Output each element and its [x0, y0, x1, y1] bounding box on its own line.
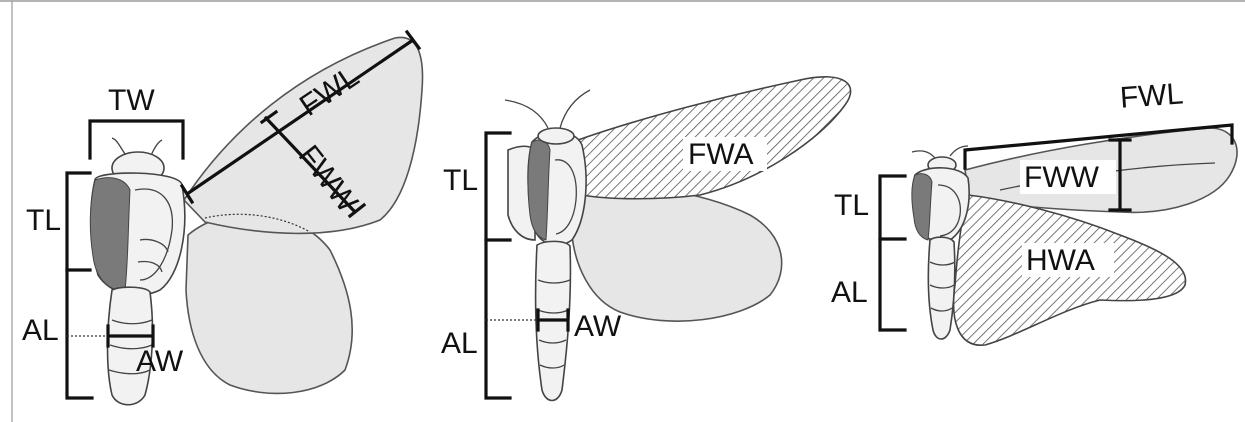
- left-al-label: AL: [22, 314, 59, 347]
- left-tw-label: TW: [108, 84, 155, 117]
- middle-tl-bracket: [486, 133, 510, 240]
- right-fww-label: FWW: [1024, 161, 1100, 194]
- right-tl-label: TL: [834, 189, 869, 222]
- middle-moth-panel: FWA TL AL AW: [441, 77, 851, 401]
- middle-hindwing: [572, 186, 782, 321]
- left-tl-label: TL: [26, 204, 61, 237]
- middle-antennae: [505, 90, 590, 128]
- middle-al-label: AL: [441, 327, 478, 360]
- right-fwl-label: FWL: [1119, 77, 1184, 114]
- left-hindwing: [186, 214, 352, 394]
- left-tl-bracket: [67, 173, 90, 270]
- right-hwa-label: HWA: [1026, 244, 1095, 277]
- left-moth-panel: TW TL AL AW FWL FWW: [22, 32, 423, 405]
- right-moth-panel: HWA TL AL FWL FWW: [831, 77, 1237, 345]
- left-forewing: [184, 37, 423, 233]
- left-thorax-shade: [90, 178, 130, 291]
- right-tl-bracket: [880, 176, 905, 239]
- right-antennae: [912, 146, 968, 158]
- middle-head: [538, 128, 574, 144]
- right-al-bracket: [880, 239, 905, 330]
- middle-aw-label: AW: [574, 310, 622, 343]
- middle-tl-label: TL: [443, 164, 478, 197]
- right-al-label: AL: [831, 276, 868, 309]
- left-al-bracket: [67, 270, 92, 398]
- left-aw-label: AW: [136, 345, 184, 378]
- right-thorax-shade: [912, 174, 932, 240]
- middle-al-bracket: [486, 240, 510, 398]
- middle-fwa-label: FWA: [688, 138, 754, 171]
